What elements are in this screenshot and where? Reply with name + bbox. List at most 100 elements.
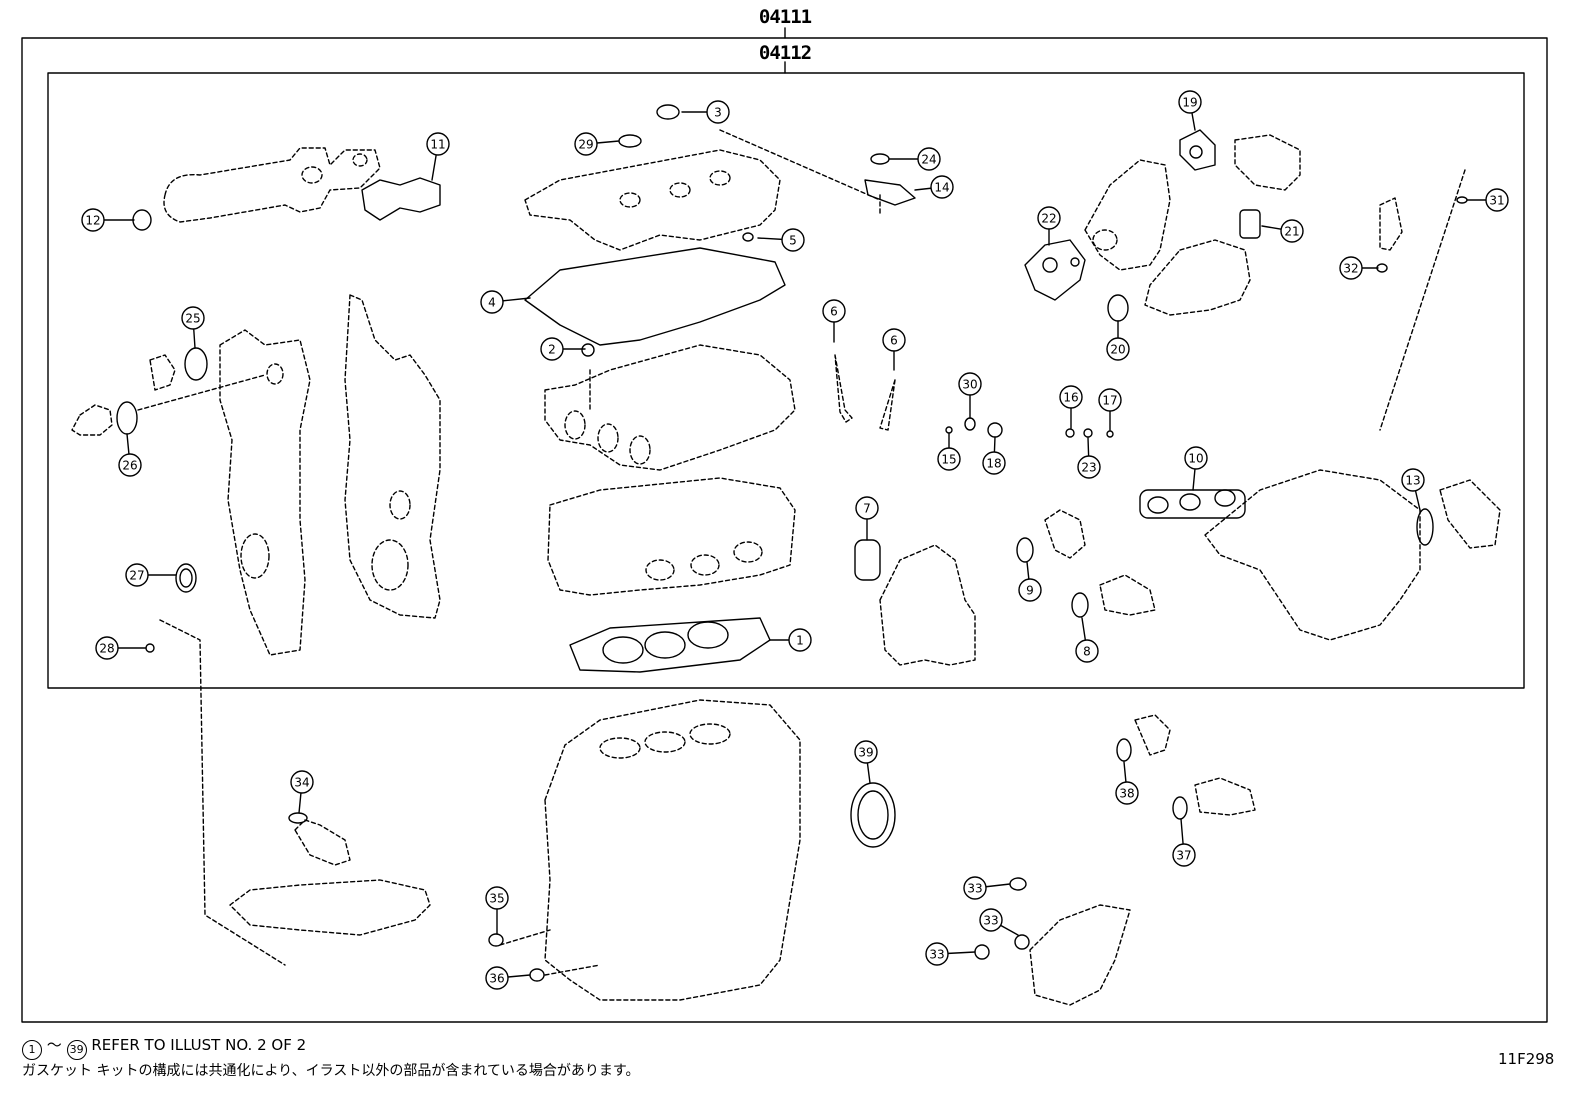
callout-15: 15 xyxy=(937,447,961,471)
callout-number: 30 xyxy=(962,378,977,392)
callout-number: 15 xyxy=(941,453,956,467)
reference-text: REFER TO ILLUST NO. 2 OF 2 xyxy=(91,1036,307,1054)
callout-23: 23 xyxy=(1077,455,1101,479)
callout-circle xyxy=(540,337,564,361)
footer-note-jp: ガスケット キットの構成には共通化により、イラスト以外の部品が含まれている場合が… xyxy=(22,1063,640,1079)
callout-circle xyxy=(81,208,105,232)
callout-number: 7 xyxy=(863,502,871,516)
callout-number: 6 xyxy=(890,334,898,348)
callout-31: 31 xyxy=(1485,188,1509,212)
callout-number: 31 xyxy=(1489,194,1504,208)
callout-number: 28 xyxy=(99,642,114,656)
callout-circle xyxy=(574,132,598,156)
callout-circle xyxy=(1115,781,1139,805)
callout-circle xyxy=(1184,446,1208,470)
callout-number: 3 xyxy=(714,106,722,120)
callout-4: 4 xyxy=(480,290,504,314)
kit-code-outer: 04111 xyxy=(758,6,812,28)
callout-number: 33 xyxy=(967,882,982,896)
callout-6: 6 xyxy=(822,299,846,323)
callout-number: 25 xyxy=(185,312,200,326)
callout-circle xyxy=(95,636,119,660)
callout-24: 24 xyxy=(917,147,941,171)
callout-number: 18 xyxy=(986,457,1001,471)
callout-9: 9 xyxy=(1018,578,1042,602)
callout-19: 19 xyxy=(1178,90,1202,114)
callout-7: 7 xyxy=(855,496,879,520)
callout-circle xyxy=(1075,639,1099,663)
callout-3: 3 xyxy=(706,100,730,124)
callout-circle xyxy=(706,100,730,124)
callout-22: 22 xyxy=(1037,206,1061,230)
kit-code-inner: 04112 xyxy=(758,42,812,64)
outer-kit-frame xyxy=(21,37,1548,1023)
callout-6: 6 xyxy=(882,328,906,352)
callout-circle xyxy=(925,942,949,966)
callout-circle xyxy=(1485,188,1509,212)
callout-number: 5 xyxy=(789,234,797,248)
callout-36: 36 xyxy=(485,966,509,990)
callout-circle xyxy=(979,908,1003,932)
callout-circle xyxy=(485,886,509,910)
callout-number: 37 xyxy=(1176,849,1191,863)
callout-37: 37 xyxy=(1172,843,1196,867)
callout-33: 33 xyxy=(963,876,987,900)
callout-circle xyxy=(855,496,879,520)
callout-circle xyxy=(882,328,906,352)
callout-circle xyxy=(125,563,149,587)
callout-number: 19 xyxy=(1182,96,1197,110)
callout-circle xyxy=(982,451,1006,475)
inner-kit-frame xyxy=(47,72,1525,689)
callout-circle xyxy=(118,453,142,477)
callout-13: 13 xyxy=(1401,468,1425,492)
callout-number: 6 xyxy=(830,305,838,319)
callout-number: 8 xyxy=(1083,645,1091,659)
callout-14: 14 xyxy=(930,175,954,199)
callout-circle xyxy=(963,876,987,900)
callout-10: 10 xyxy=(1184,446,1208,470)
callout-circle xyxy=(1178,90,1202,114)
callout-number: 23 xyxy=(1081,461,1096,475)
callout-number: 12 xyxy=(85,214,100,228)
diagram-id: 11F298 xyxy=(1498,1050,1555,1068)
callout-number: 13 xyxy=(1405,474,1420,488)
footer-note-en: 1 ～ 39 REFER TO ILLUST NO. 2 OF 2 xyxy=(22,1034,306,1060)
callout-number: 36 xyxy=(489,972,504,986)
callout-number: 38 xyxy=(1119,787,1134,801)
callout-33: 33 xyxy=(979,908,1003,932)
callout-39: 39 xyxy=(854,740,878,764)
callout-35: 35 xyxy=(485,886,509,910)
callout-number: 33 xyxy=(983,914,998,928)
callout-17: 17 xyxy=(1098,388,1122,412)
callout-18: 18 xyxy=(982,451,1006,475)
callout-circle xyxy=(1280,219,1304,243)
callout-38: 38 xyxy=(1115,781,1139,805)
range-tilde: ～ xyxy=(46,1036,62,1054)
callout-circle xyxy=(854,740,878,764)
callout-number: 33 xyxy=(929,948,944,962)
callout-number: 24 xyxy=(921,153,936,167)
callout-number: 14 xyxy=(934,181,949,195)
callout-11: 11 xyxy=(426,132,450,156)
callout-27: 27 xyxy=(125,563,149,587)
callout-12: 12 xyxy=(81,208,105,232)
callout-1: 1 xyxy=(788,628,812,652)
callout-circle xyxy=(930,175,954,199)
callout-number: 39 xyxy=(858,746,873,760)
callout-circle xyxy=(1077,455,1101,479)
callout-number: 20 xyxy=(1110,343,1125,357)
callout-circle xyxy=(781,228,805,252)
callout-number: 4 xyxy=(488,296,496,310)
callout-circle xyxy=(485,966,509,990)
callout-number: 1 xyxy=(796,634,804,648)
callout-number: 35 xyxy=(489,892,504,906)
range-start-badge: 1 xyxy=(22,1040,42,1060)
callout-number: 21 xyxy=(1284,225,1299,239)
callout-circle xyxy=(822,299,846,323)
callout-number: 9 xyxy=(1026,584,1034,598)
callout-circle xyxy=(937,447,961,471)
callout-2: 2 xyxy=(540,337,564,361)
